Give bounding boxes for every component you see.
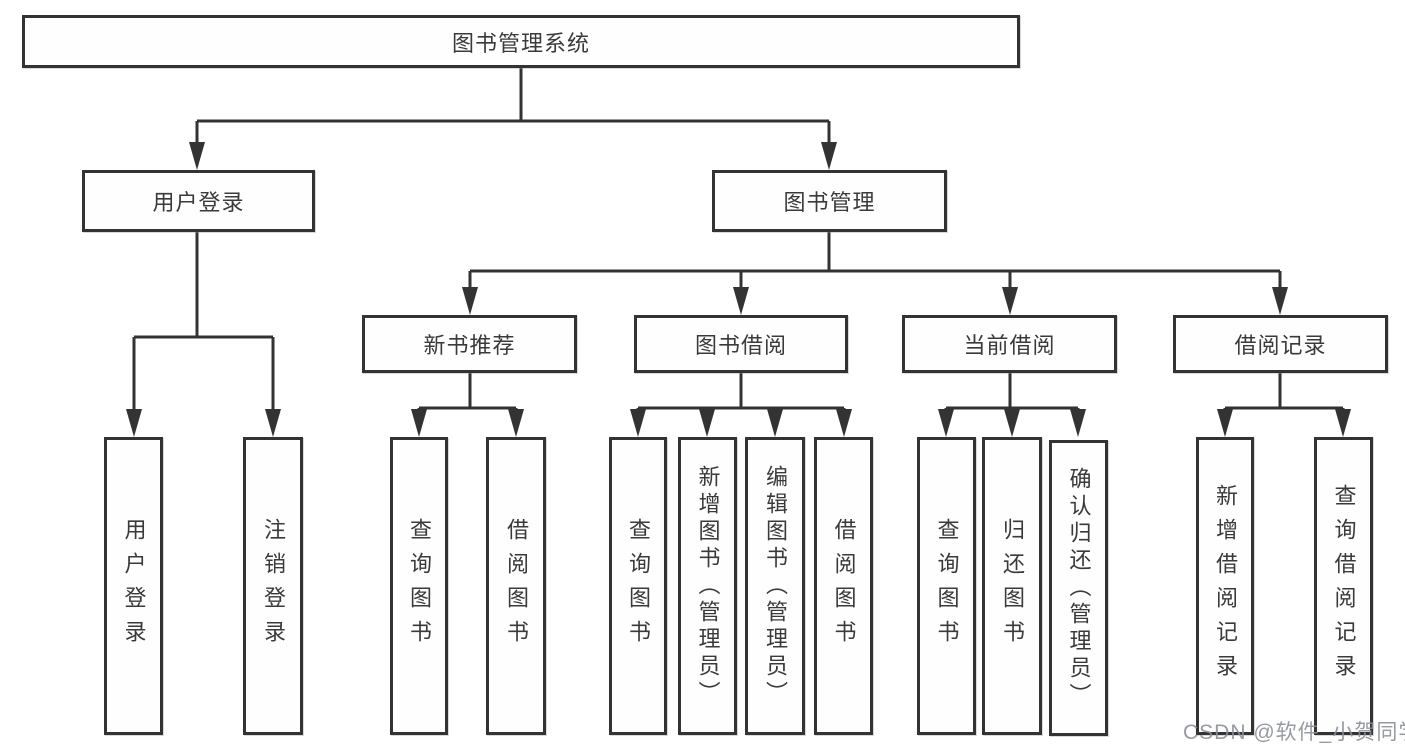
node-label: 当前借阅 — [963, 333, 1056, 358]
node-label: 确认归还（管理员） — [1066, 466, 1092, 710]
node-leaf-query-books-2: 查询图书 — [609, 437, 667, 735]
node-label: 查询借阅记录 — [1331, 484, 1357, 688]
node-user-login: 用户登录 — [82, 170, 315, 232]
node-label: 新增图书（管理员） — [695, 464, 721, 708]
node-leaf-query-books-1: 查询图书 — [390, 437, 448, 735]
node-label: 用户登录 — [121, 518, 147, 654]
node-leaf-borrow-books-2: 借阅图书 — [814, 437, 873, 735]
node-library-management-system: 图书管理系统 — [22, 15, 1020, 68]
node-leaf-query-borrow-record: 查询借阅记录 — [1314, 437, 1373, 735]
node-leaf-return-books: 归还图书 — [982, 437, 1042, 735]
node-label: 归还图书 — [1000, 518, 1025, 654]
node-book-borrowing: 图书借阅 — [634, 315, 848, 373]
node-label: 借阅图书 — [504, 518, 529, 654]
node-label: 图书管理系统 — [451, 30, 590, 56]
node-current-borrowing: 当前借阅 — [902, 315, 1117, 373]
node-label: 新增借阅记录 — [1213, 484, 1238, 688]
node-leaf-add-borrow-record: 新增借阅记录 — [1196, 437, 1254, 735]
node-label: 新书推荐 — [423, 333, 516, 358]
node-label: 查询图书 — [407, 518, 432, 654]
node-label: 查询图书 — [626, 518, 651, 654]
node-leaf-user-login: 用户登录 — [104, 437, 163, 735]
node-leaf-logout: 注销登录 — [243, 437, 303, 735]
watermark: CSDN @软件_小贺同学 — [1183, 721, 1405, 744]
node-leaf-borrow-books-1: 借阅图书 — [486, 437, 546, 735]
node-new-book-recommendation: 新书推荐 — [362, 315, 577, 373]
node-label: 查询图书 — [934, 518, 960, 654]
node-leaf-add-books-admin: 新增图书（管理员） — [678, 437, 737, 735]
node-label: 图书借阅 — [694, 333, 787, 358]
node-label: 借阅记录 — [1234, 333, 1327, 358]
node-label: 借阅图书 — [831, 518, 857, 654]
node-label: 图书管理 — [783, 190, 876, 215]
node-borrowing-records: 借阅记录 — [1173, 315, 1388, 373]
node-label: 编辑图书（管理员） — [763, 464, 788, 708]
node-label: 用户登录 — [152, 190, 245, 215]
node-leaf-edit-books-admin: 编辑图书（管理员） — [745, 437, 805, 735]
node-leaf-query-books-3: 查询图书 — [917, 437, 976, 735]
node-label: 注销登录 — [261, 518, 286, 654]
node-leaf-confirm-return-admin: 确认归还（管理员） — [1049, 440, 1108, 736]
node-book-management: 图书管理 — [712, 170, 947, 232]
